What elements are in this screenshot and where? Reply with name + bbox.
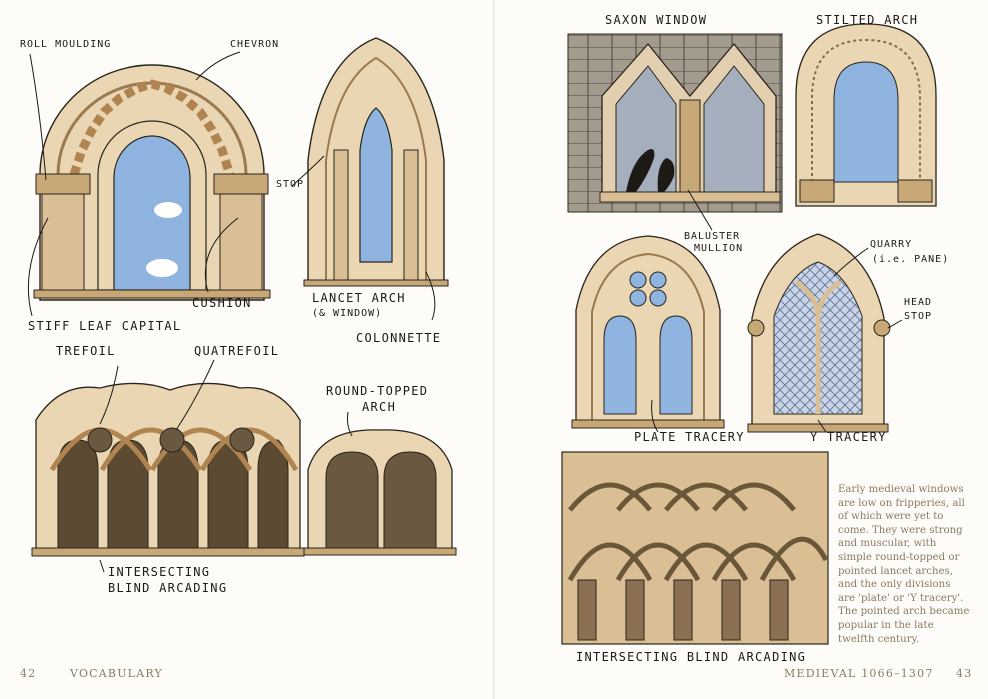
- round-topped-arch-illustration: [303, 429, 457, 556]
- label-stiff-leaf-capital: STIFF LEAF CAPITAL: [28, 319, 182, 333]
- running-head-left: VOCABULARY: [70, 667, 163, 680]
- label-trefoil: TREFOIL: [56, 344, 116, 358]
- label-intersecting-right: INTERSECTING BLIND ARCADING: [576, 650, 807, 664]
- blind-arcading-right-illustration: [561, 451, 829, 645]
- label-head: HEAD: [904, 297, 933, 308]
- running-head-right: MEDIEVAL 1066–1307: [784, 667, 934, 680]
- label-y-tracery: Y TRACERY: [810, 430, 887, 444]
- lancet-arch-illustration: [303, 37, 449, 287]
- label-lancet-window: (& WINDOW): [312, 308, 383, 319]
- caption-text: Early medieval windows are low on frippe…: [838, 484, 970, 645]
- label-round-topped: ROUND-TOPPED: [326, 384, 429, 398]
- page-number-left: 42: [20, 667, 37, 680]
- label-colonnette: COLONNETTE: [356, 331, 442, 345]
- label-saxon-window: SAXON WINDOW: [605, 13, 708, 27]
- book-gutter: [493, 0, 495, 699]
- leader-lines: [27, 51, 903, 573]
- round-arch-chevron-illustration: [33, 64, 271, 301]
- saxon-window-illustration: [567, 33, 783, 213]
- label-stop: STOP: [276, 179, 305, 190]
- label-quatrefoil: QUATREFOIL: [194, 344, 280, 358]
- label-quarry-pane: (i.e. PANE): [872, 254, 950, 265]
- label-chevron: CHEVRON: [230, 39, 280, 50]
- label-intersecting-left: INTERSECTING: [108, 565, 211, 579]
- label-baluster: BALUSTER: [684, 231, 741, 242]
- label-blind-arcading-left: BLIND ARCADING: [108, 581, 228, 595]
- stilted-arch-illustration: [795, 23, 937, 207]
- label-round-topped-arch: ARCH: [362, 400, 397, 414]
- y-tracery-illustration: [747, 233, 891, 433]
- page-number-right: 43: [956, 667, 973, 680]
- label-roll-moulding: ROLL MOULDING: [20, 39, 112, 50]
- label-stilted-arch: STILTED ARCH: [816, 13, 919, 27]
- label-head-stop: STOP: [904, 311, 933, 322]
- label-cushion: CUSHION: [192, 296, 252, 310]
- label-quarry: QUARRY: [870, 239, 913, 250]
- plate-tracery-illustration: [571, 235, 725, 429]
- label-mullion: MULLION: [694, 243, 744, 254]
- label-lancet-arch: LANCET ARCH: [312, 291, 406, 305]
- label-plate-tracery: PLATE TRACERY: [634, 430, 745, 444]
- blind-arcading-left-illustration: [31, 382, 305, 557]
